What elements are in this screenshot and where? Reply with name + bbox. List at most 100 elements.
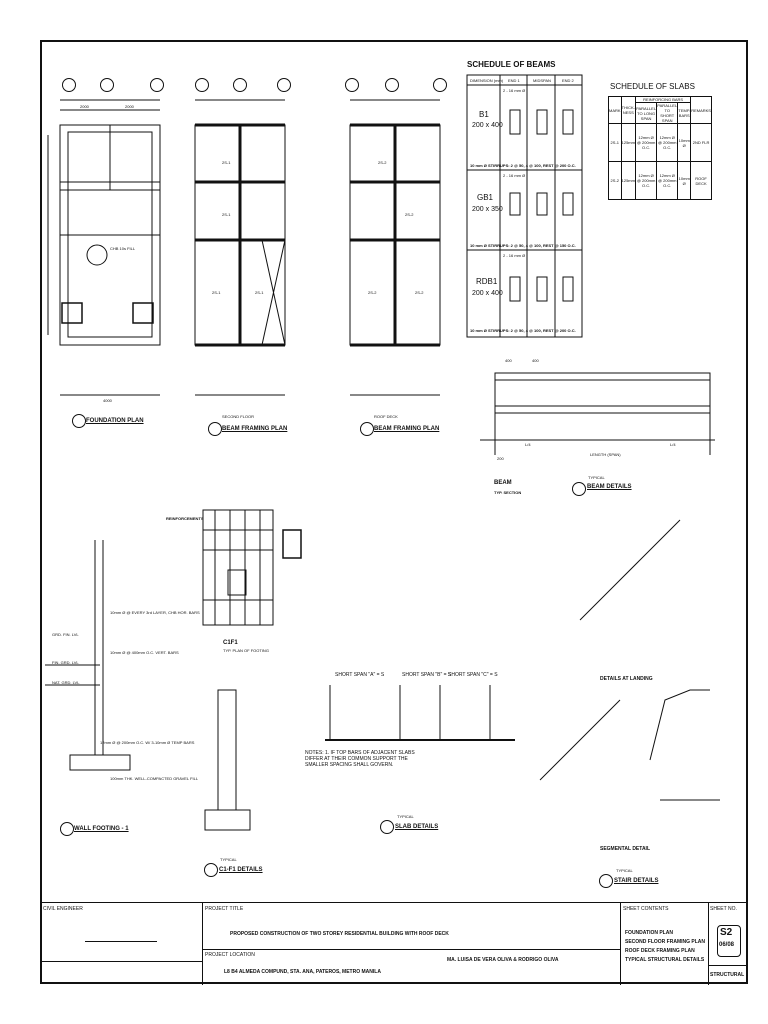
footing-note: 12mm Ø @ 200mm O.C. W/ 3-10mm Ø TEMP BAR… <box>100 740 195 745</box>
slab-tag: 2S-1 <box>212 290 221 295</box>
sheet-content-item: ROOF DECK FRAMING PLAN <box>625 948 695 954</box>
c1f1-title: C1-F1 DETAILS <box>219 867 263 873</box>
col-header: THICK- NESS <box>620 96 637 124</box>
cell: 12mm Ø @ 200mm O.C. <box>656 161 679 200</box>
beam-schedule-header: DIMENSION (mm) <box>470 78 504 83</box>
project-title-label: PROJECT TITLE <box>205 906 244 912</box>
tb-col-project: PROJECT TITLE PROPOSED CONSTRUCTION OF T… <box>202 903 621 985</box>
cell: ROOF DECK <box>690 161 712 200</box>
beam-bars: 2 - 16 mm Ø <box>503 88 526 93</box>
beam-schedule-header: END 1 <box>508 78 520 83</box>
slab-span: SHORT SPAN "B" = S <box>402 672 452 678</box>
slab-tag: 2S-1 <box>255 290 264 295</box>
c1f1-plan-drawing <box>202 509 302 626</box>
beam-dim: LENGTH (SPAN) <box>590 452 621 457</box>
slab-span: SHORT SPAN "A" = S <box>335 672 385 678</box>
footing-note: 10mm Ø @ 400mm O.C. VERT. BARS <box>110 650 179 655</box>
civil-engineer-label: CIVIL ENGINEER <box>43 906 83 912</box>
divider <box>202 949 620 950</box>
grid-bubble-3 <box>433 78 447 92</box>
stair-pre: TYPICAL <box>616 868 633 873</box>
beam-name: B1 <box>479 110 489 119</box>
section-marker <box>599 874 613 888</box>
beam-stirrup: 10 mm Ø STIRRUPS: 2 @ 50, 4 @ 100, REST … <box>470 243 576 248</box>
c1f1-pre: TYPICAL <box>220 857 237 862</box>
slab-detail-drawing <box>325 685 515 741</box>
footing-level: GRD. FIN. LVL <box>52 632 79 637</box>
slab-notes: NOTES: 1. IF TOP BARS OF ADJACENT SLABS … <box>305 750 415 768</box>
sheet-content-item: TYPICAL STRUCTURAL DETAILS <box>625 957 705 963</box>
slab-tag: 2S-1 <box>222 212 231 217</box>
footing-note: 10mm Ø @ EVERY 3rd LAYER, CHB HOR. BARS <box>110 610 200 615</box>
cell: 2S-2 <box>608 161 622 200</box>
grid-bubble-1 <box>345 78 359 92</box>
sheet-content-item: FOUNDATION PLAN <box>625 930 673 936</box>
grid-bubble-2 <box>385 78 399 92</box>
beam-details-title: BEAM DETAILS <box>587 484 632 490</box>
col-header: PARALLEL TO SHORT SPAN <box>656 102 679 124</box>
owner-name: MA. LUISA DE VERA OLIVA & RODRIGO OLIVA <box>447 957 559 963</box>
dim-top-1: 2000 <box>80 104 89 109</box>
slab-details-pre: TYPICAL <box>397 814 414 819</box>
beam-schedule-title: SCHEDULE OF BEAMS <box>467 60 556 69</box>
section-marker <box>572 482 586 496</box>
project-location: L8 B4 ALMEDA COMPUND, STA. ANA, PATEROS,… <box>224 969 381 975</box>
tb-col-contents: SHEET CONTENTS FOUNDATION PLAN SECOND FL… <box>620 903 709 985</box>
sheet-number: S2 <box>720 927 733 938</box>
slab-details-title: SLAB DETAILS <box>395 824 439 830</box>
slab-schedule-table: MARK THICK- NESS REINFORCING BARS REMARK… <box>608 96 712 200</box>
foundation-plan-drawing <box>47 99 161 396</box>
cell: 12mm Ø @ 200mm O.C. <box>635 123 658 162</box>
section-marker <box>72 414 86 428</box>
beam-size: 200 x 350 <box>472 206 503 213</box>
col-header: MARK <box>608 96 622 124</box>
beam-size: 200 x 400 <box>472 122 503 129</box>
section-marker <box>60 822 74 836</box>
grid-bubble-3 <box>277 78 291 92</box>
grid-bubble-1 <box>62 78 76 92</box>
beam-schedule-header: END 2 <box>562 78 574 83</box>
c1f1-reinf-note: REINFORCEMENTS <box>166 516 204 521</box>
footing-level: FIN. GRD. LVL <box>52 660 79 665</box>
slab-span: SHORT SPAN "C" = S <box>448 672 498 678</box>
title-block: CIVIL ENGINEER PROJECT TITLE PROPOSED CO… <box>40 902 748 986</box>
cell: 10mm Ø <box>677 123 692 162</box>
details-at-landing: DETAILS AT LANDING <box>600 676 653 682</box>
sheet-no-label: SHEET NO. <box>710 906 737 912</box>
sheet-of: 06/08 <box>719 942 735 948</box>
beam-section-sub: TYP. SECTION <box>494 490 522 495</box>
beam-details-pre: TYPICAL <box>588 475 605 480</box>
dim-bottom: 4000 <box>103 398 112 403</box>
beam-bars: 2 - 16 mm Ø <box>503 173 526 178</box>
drawing-sheet <box>40 40 748 984</box>
beam-dim: 200 <box>497 456 504 461</box>
footing-level: NAT. GRD. LVL <box>52 680 80 685</box>
beam-stirrup: 10 mm Ø STIRRUPS: 2 @ 50, 4 @ 100, REST … <box>470 163 576 168</box>
cell: 10mm Ø <box>677 161 692 200</box>
stair-details-title: STAIR DETAILS <box>614 878 659 884</box>
slab-tag: 2S-2 <box>415 290 424 295</box>
wall-note: CHB 10s FILL <box>110 246 136 251</box>
grid-bubble-2 <box>100 78 114 92</box>
beam-dim: L/4 <box>670 442 676 447</box>
slab-tag: 2S-2 <box>378 160 387 165</box>
slab-tag: 2S-2 <box>405 212 414 217</box>
roof-deck-framing-drawing <box>349 99 441 396</box>
revision-grid <box>40 961 202 986</box>
grid-bubble-2 <box>233 78 247 92</box>
cell: 2S-1 <box>608 123 622 162</box>
beam-schedule-header: MIDSPAN <box>533 78 551 83</box>
beam-dim: 400 <box>532 358 539 363</box>
footing-note: 100mm THK. WELL-COMPACTED GRAVEL FILL <box>110 776 199 781</box>
section-marker <box>208 422 222 436</box>
cell: 125mm <box>620 161 637 200</box>
wall-footing-title: WALL FOOTING - 1 <box>74 826 129 832</box>
cell: 12mm Ø @ 200mm O.C. <box>635 161 658 200</box>
sheet-contents-label: SHEET CONTENTS <box>623 906 669 912</box>
stair-detail-drawing <box>539 519 720 801</box>
c1f1-section-drawing <box>204 689 251 831</box>
col-header: REMARKS <box>690 96 712 124</box>
second-floor-framing-drawing <box>194 99 286 396</box>
tb-col-sheet: SHEET NO. S2 06/08 STRUCTURAL <box>708 903 748 985</box>
sheet-content-item: SECOND FLOOR FRAMING PLAN <box>625 939 705 945</box>
